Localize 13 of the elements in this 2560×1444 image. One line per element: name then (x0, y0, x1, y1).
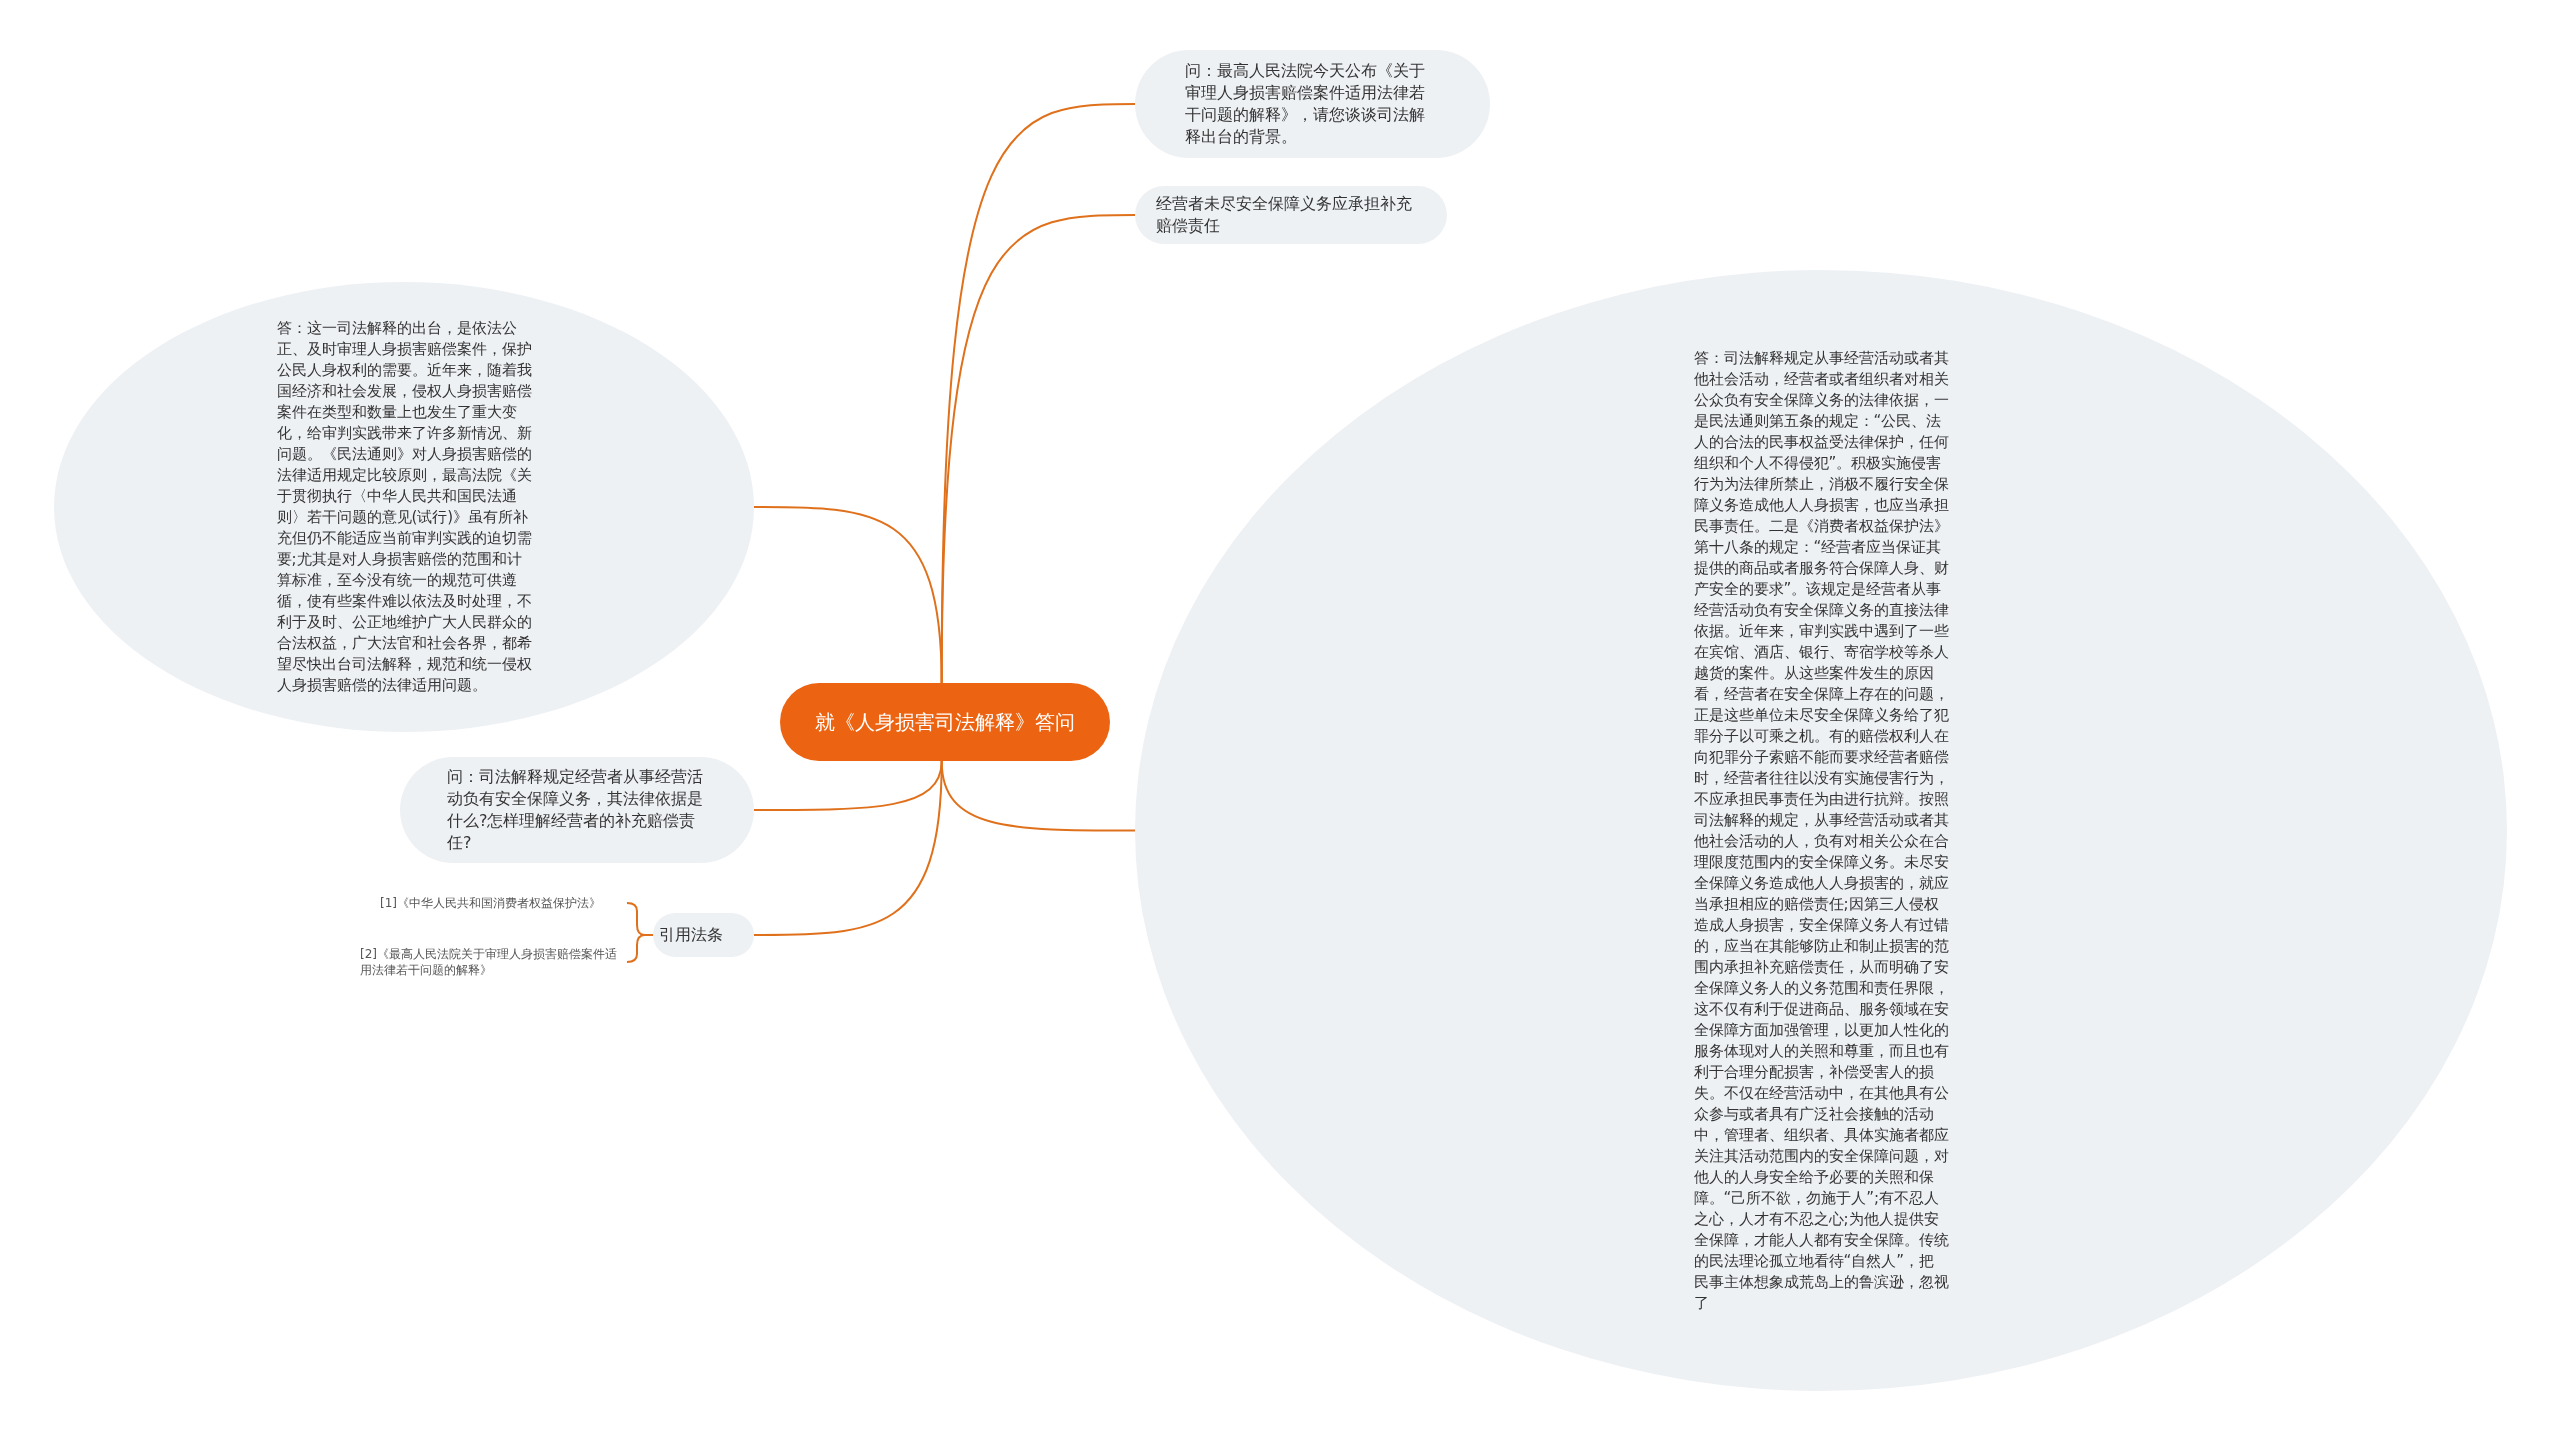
topic-text: 经营者未尽安全保障义务应承担补充赔偿责任 (1156, 193, 1413, 237)
reference-text: [2]《最高人民法院关于审理人身损害赔偿案件适用法律若干问题的解释》 (360, 946, 618, 978)
connector-line (626, 934, 654, 963)
topic-pill (653, 913, 754, 957)
topic-text: 问：最高人民法院今天公布《关于审理人身损害赔偿案件适用法律若干问题的解释》，请您谈谈司法解释出台的背景。 (1185, 60, 1426, 148)
topic-text: 引用法条 (658, 924, 724, 946)
connector-line (753, 760, 943, 936)
topic-text: 答：司法解释规定从事经营活动或者其他社会活动，经营者或者组织者对相关公众负有安全保障义务的法律依据，一是民法通则第五条的规定：“公民、法人的合法的民事权益受法律保护，任何组织和个人不得侵犯”。积极实施侵害行为为法律所禁止，消极不履行安全保障义务造成他人人身损害，也应当承担民事责任。二是《消费者权益保护法》第十八条的规定：“经营者应当保证其提供的商品或者服务符合保障人身、财产安全的要求”。该规定是经营者从事经营活动负有安全保障义务的直接法律依据。近年来，审判实践中遇到了一些在宾馆、酒店、银行、寄宿学校等杀人越货的案件。从这些案件发生的原因看，经营者在安全保障上存在的问题，正是这些单位未尽安全保障义务给了犯罪分子以可乘之机。有的赔偿权利人在向犯罪分子索赔不能而要求经营者赔偿时，经营者往往以没有实施侵害行为，不应承担民事责任为由进行抗辩。按照司法解释的规定，从事经营活动或者其他社会活动的人，负有对相关公众在合理限度范围内的安全保障义务。未尽安全保障义务造成他人人身损害的，就应当承担相应的赔偿责任;因第三人侵权造成人身损害，安全保障义务人有过错的，应当在其能够防止和制止损害的范围内承担补充赔偿责任，从而明确了安全保障义务人的义务范围和责任界限，这不仅有利于促进商品、服务领域在安全保障方面加强管理，以更加人性化的服务体现对人的关照和尊重，而且也有利于合理分配损害，补偿受害人的损失。不仅在经营活动中，在其他具有公众参与或者具有广泛社会接触的活动中，管理者、组织者、具体实施者都应关注其活动范围内的安全保障问题，对他人的人身安全给予必要的关照和保障。“己所不欲，勿施于人”;有不忍人之心，人才有不忍之心;为他人提供安全保障，才能人人都有安全保障。传统的民法理论孤立地看待“自然人”，把民事主体想象成荒岛上的鲁滨逊，忽视了 (1693, 347, 1949, 1314)
topic-title: 就《人身损害司法解释》答问 (814, 709, 1076, 736)
topic-text: 答：这一司法解释的出台，是依法公正、及时审理人身损害赔偿案件，保护公民人身权利的需要。近年来，随着我国经济和社会发展，侵权人身损害赔偿案件在类型和数量上也发生了重大变化，给审判实践带来了许多新情况、新问题。《民法通则》对人身损害赔偿的法律适用规定比较原则，最高法院《关于贯彻执行〈中华人民共和国民法通则〉若干问题的意见(试行)》虽有所补充但仍不能适应当前审判实践的迫切需要;尤其是对人身损害赔偿的范围和计算标准，至今没有统一的规范可供遵循，使有些案件难以依法及时处理，不利于及时、公正地维护广大人民群众的合法权益，广大法官和社会各界，都希望尽快出台司法解释，规范和统一侵权人身损害赔偿的法律适用问题。 (276, 318, 532, 696)
reference-text: [1]《中华人民共和国消费者权益保护法》 (380, 895, 602, 911)
topic-text: 问：司法解释规定经营者从事经营活动负有安全保障义务，其法律依据是什么?怎样理解经营者的补充赔偿责任? (447, 766, 704, 854)
connector-line (753, 506, 943, 684)
